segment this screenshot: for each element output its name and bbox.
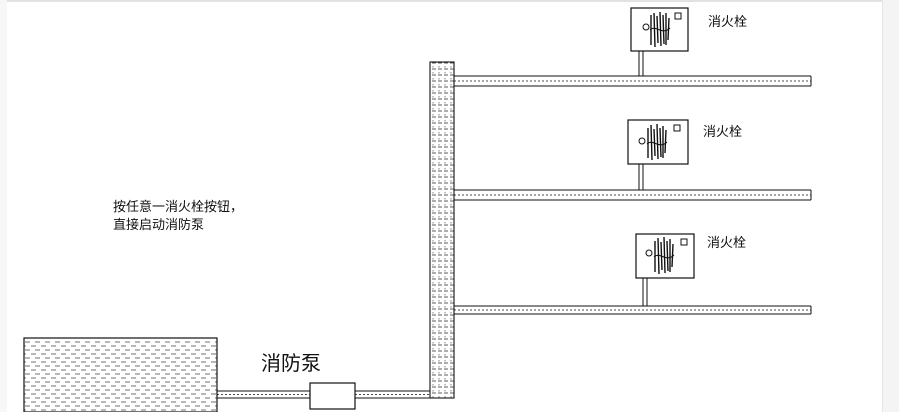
top-border — [0, 0, 899, 2]
instruction-note-line-1: 按任意一消火栓按钮， — [113, 199, 243, 215]
hydrant-label-3: 消火栓 — [707, 236, 746, 251]
left-border — [0, 0, 7, 412]
hydrant-label-2: 消火栓 — [703, 125, 742, 140]
branch-pipe-bottom — [454, 305, 812, 315]
right-border — [882, 0, 899, 412]
fire-hydrant-box-3 — [635, 233, 695, 306]
fire-hydrant-box-2 — [627, 119, 689, 190]
pump-label: 消防泵 — [261, 351, 321, 375]
instruction-note-line-2: 直接启动消防泵 — [113, 217, 204, 233]
branch-pipe-top — [454, 75, 812, 87]
fire-pump — [309, 382, 356, 410]
pipe-tank-to-pump — [217, 390, 310, 399]
fire-hydrant-box-1 — [630, 7, 689, 76]
water-tank — [23, 337, 218, 412]
vertical-riser-pipe — [429, 61, 455, 399]
branch-pipe-middle — [454, 189, 812, 201]
hydrant-label-1: 消火栓 — [708, 15, 747, 30]
